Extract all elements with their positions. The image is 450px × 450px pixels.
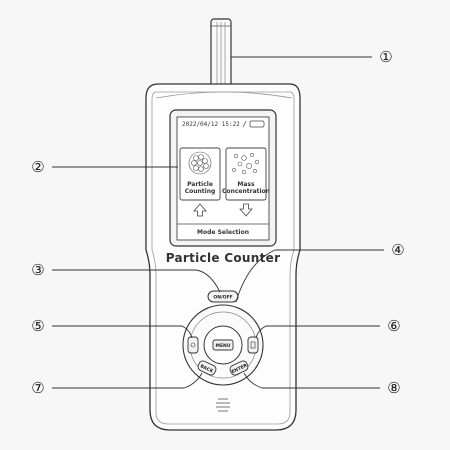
leader-4 xyxy=(235,249,384,303)
back-button[interactable]: BACK xyxy=(197,360,218,377)
power-button[interactable]: ON/OFF xyxy=(207,290,239,303)
option-left-line1: Particle xyxy=(187,181,213,188)
leader-5 xyxy=(52,325,193,339)
arrow-down-icon xyxy=(239,203,253,217)
speaker-grille xyxy=(216,398,230,412)
left-button[interactable] xyxy=(187,336,199,354)
sensor-probe xyxy=(209,18,233,88)
screen-footer: Mode Selection xyxy=(197,229,249,236)
callout-5: ⑤ xyxy=(31,317,44,335)
callout-4: ④ xyxy=(391,241,404,259)
status-datetime: 2022/04/12 15:22 xyxy=(182,121,240,128)
power-button-label: ON/OFF xyxy=(213,295,232,301)
option-left-line2: Counting xyxy=(185,188,216,195)
callout-7: ⑦ xyxy=(31,379,44,397)
scattered-particles-icon xyxy=(232,153,260,175)
battery-icon xyxy=(249,120,265,128)
mode-option-particle-counting[interactable]: Particle Counting xyxy=(179,147,221,201)
menu-button-label: MENU xyxy=(216,343,231,349)
callout-6: ⑥ xyxy=(387,317,400,335)
right-button[interactable] xyxy=(247,336,259,354)
arrow-up-icon xyxy=(193,203,207,217)
callout-8: ⑧ xyxy=(387,379,400,397)
callout-1: ① xyxy=(379,48,392,66)
callout-2: ② xyxy=(31,158,44,176)
leader-7 xyxy=(52,372,203,389)
display-screen: 2022/04/12 15:22 Particle Counting Mass xyxy=(169,109,277,247)
signal-icon xyxy=(242,120,247,128)
option-right-line1: Mass xyxy=(237,181,255,188)
callout-3: ③ xyxy=(31,261,44,279)
leader-8 xyxy=(243,372,380,389)
leader-6 xyxy=(255,325,380,339)
device-name-label: Particle Counter xyxy=(166,251,281,265)
menu-button[interactable]: MENU xyxy=(212,339,234,351)
particle-cluster-icon xyxy=(188,151,212,175)
mode-option-mass-concentration[interactable]: Mass Concentration xyxy=(222,147,270,201)
leader-3 xyxy=(52,269,221,293)
back-button-label: BACK xyxy=(199,363,214,374)
option-right-line2: Concentration xyxy=(222,188,270,195)
callout-leaders xyxy=(52,56,384,389)
